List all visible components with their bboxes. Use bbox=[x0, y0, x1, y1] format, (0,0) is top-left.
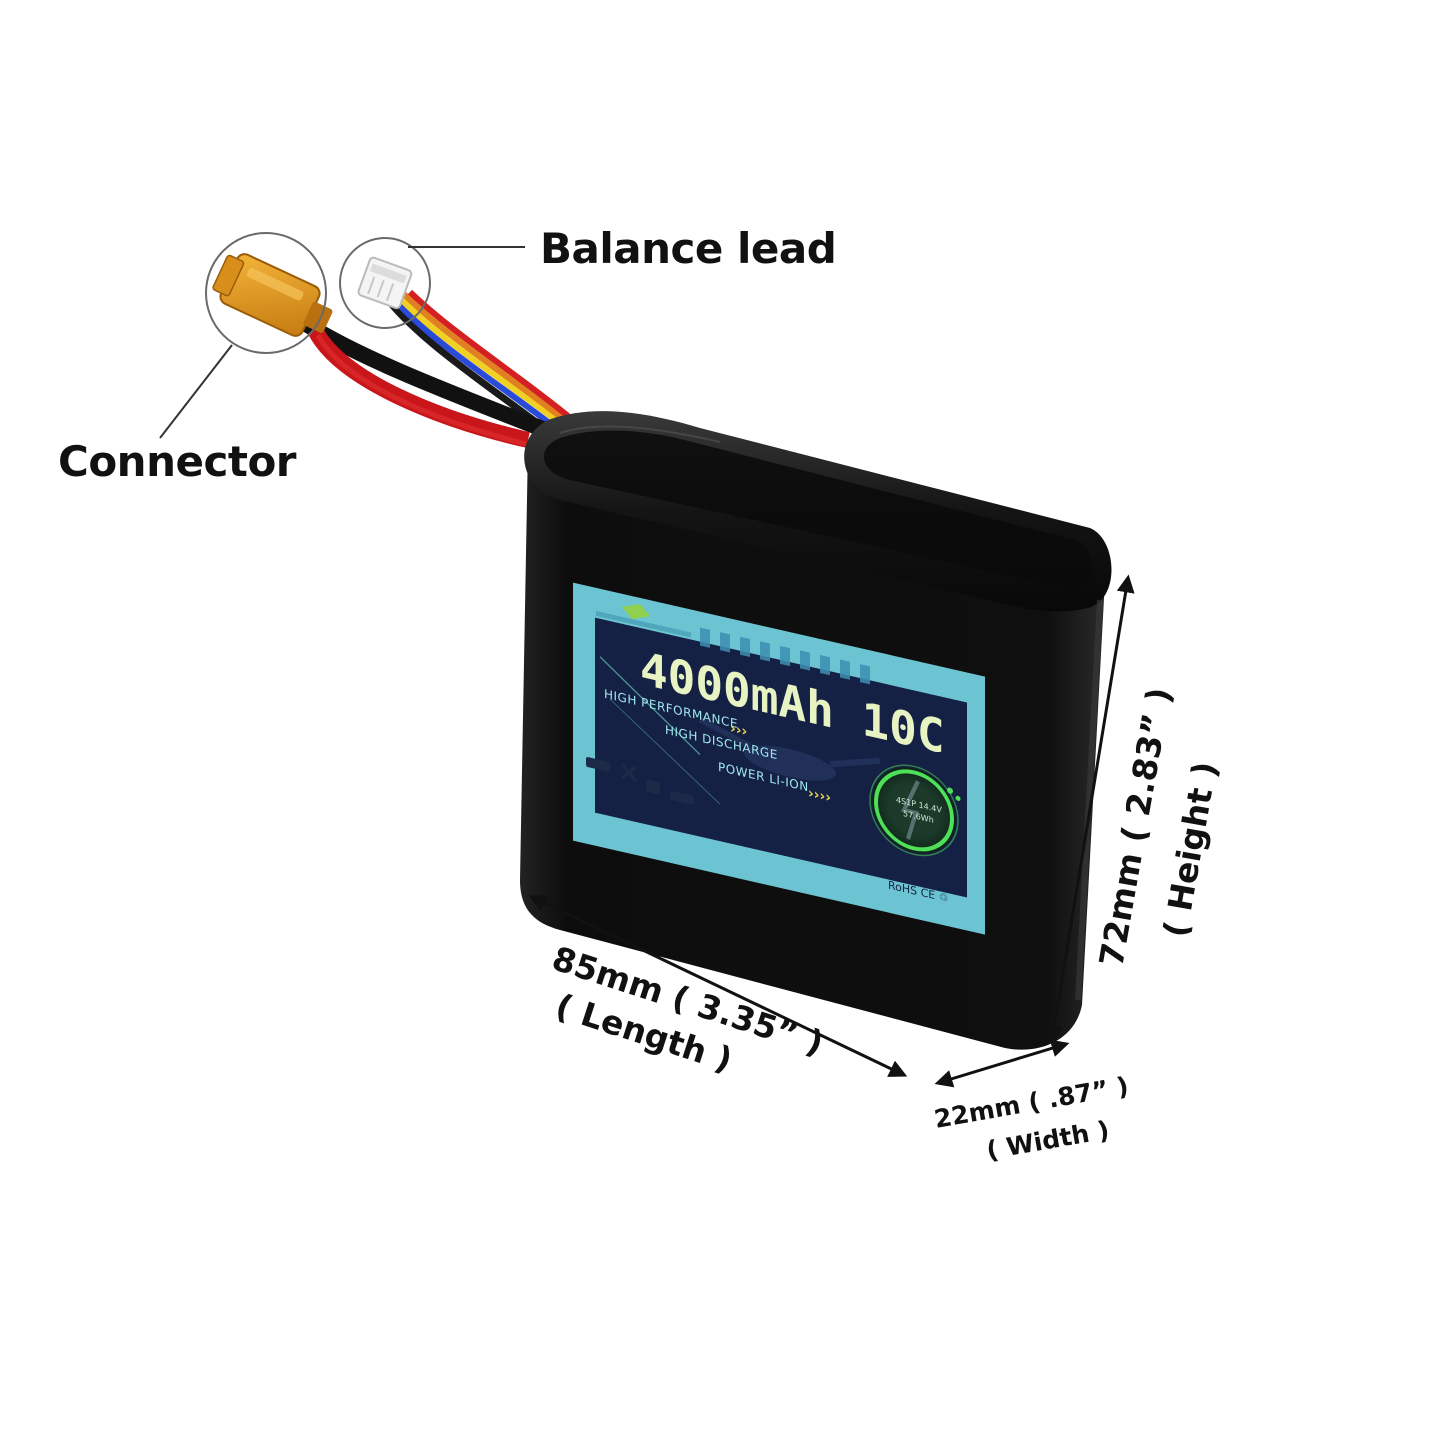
drone-graphic-icon bbox=[699, 716, 881, 781]
balance-lead-callout-label: Balance lead bbox=[540, 224, 836, 273]
brand-logo-icon bbox=[596, 603, 691, 638]
lightning-bolt-icon bbox=[900, 780, 920, 841]
connector-callout-label: Connector bbox=[58, 437, 297, 486]
wire-bundle bbox=[295, 289, 570, 448]
width-caption: ( Width ) bbox=[984, 1115, 1111, 1165]
width-dimension: 22mm ( .87” ) ( Width ) bbox=[932, 1039, 1131, 1165]
application-icons bbox=[586, 757, 694, 805]
spec-ring: 4S1P 14.4V 57.6Wh bbox=[869, 764, 961, 857]
chevron-arrows-icon: ››› bbox=[730, 721, 747, 741]
chevron-arrows-icon: ›››› bbox=[808, 785, 831, 806]
product-label: 4000mAh 10C HIGH PERFORMANCE HIGH DISCHA… bbox=[573, 582, 985, 935]
balance-lead-callout: Balance lead bbox=[339, 224, 837, 329]
balance-plug bbox=[357, 256, 413, 310]
height-caption: ( Height ) bbox=[1156, 759, 1225, 940]
connector-callout: Connector bbox=[58, 232, 327, 486]
main-connector bbox=[212, 253, 333, 337]
